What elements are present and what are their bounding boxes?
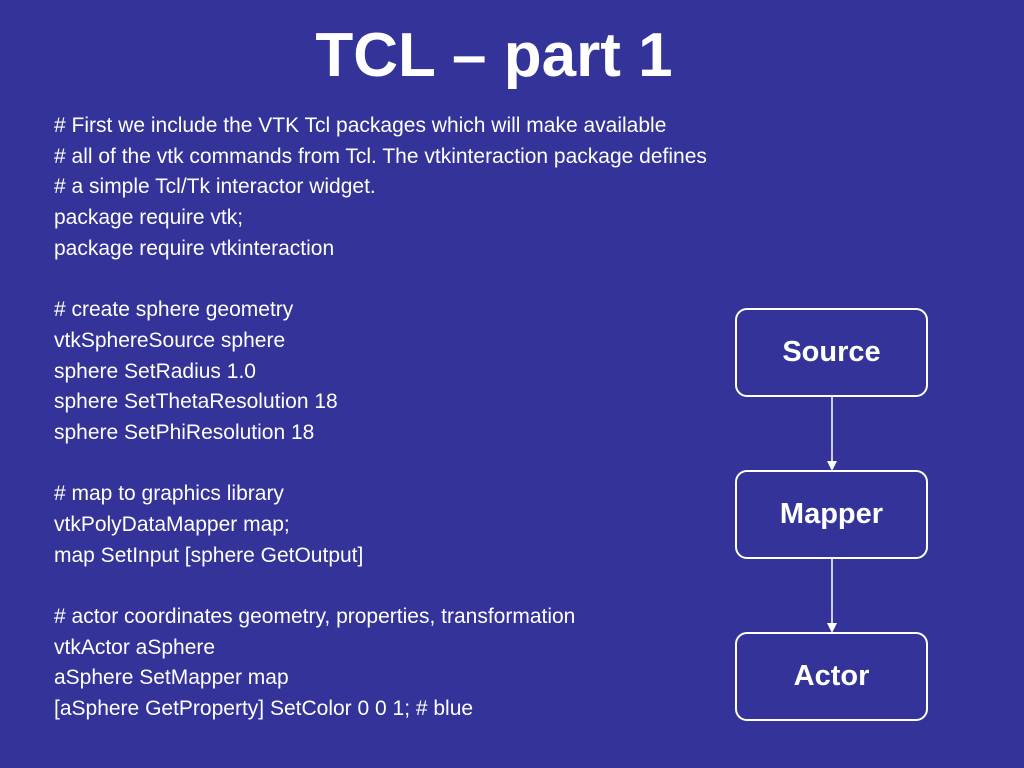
pipeline-label-source: Source [782, 336, 881, 368]
code-line: # map to graphics library [54, 482, 284, 506]
code-line: [aSphere GetProperty] SetColor 0 0 1; # … [54, 697, 474, 721]
code-line: # all of the vtk commands from Tcl. The … [54, 144, 707, 168]
pipeline-box-mapper: Mapper [735, 470, 928, 559]
code-line: sphere SetThetaResolution 18 [54, 390, 338, 414]
code-line: sphere SetRadius 1.0 [54, 359, 256, 383]
slide-title: TCL – part 1 [315, 21, 673, 90]
code-line: map SetInput [sphere GetOutput] [54, 543, 364, 567]
code-line: package require vtkinteraction [54, 236, 335, 260]
code-line: vtkPolyDataMapper map; [54, 512, 290, 536]
code-line: # a simple Tcl/Tk interactor widget. [54, 175, 376, 199]
code-line: aSphere SetMapper map [54, 666, 289, 690]
code-line: # actor coordinates geometry, properties… [54, 605, 576, 628]
code-line: vtkActor aSphere [54, 635, 216, 659]
pipeline-box-actor: Actor [735, 632, 928, 721]
code-line: sphere SetPhiResolution 18 [54, 420, 315, 444]
code-line: package require vtk; [54, 206, 244, 230]
code-line: vtkSphereSource sphere [54, 328, 286, 352]
pipeline-box-source: Source [735, 308, 928, 397]
pipeline-label-mapper: Mapper [779, 498, 884, 530]
code-line: # First we include the VTK Tcl packages … [54, 114, 667, 137]
code-line: # create sphere geometry [54, 298, 294, 322]
pipeline-label-actor: Actor [793, 660, 870, 692]
code-block: # First we include the VTK Tcl packages … [54, 111, 714, 725]
